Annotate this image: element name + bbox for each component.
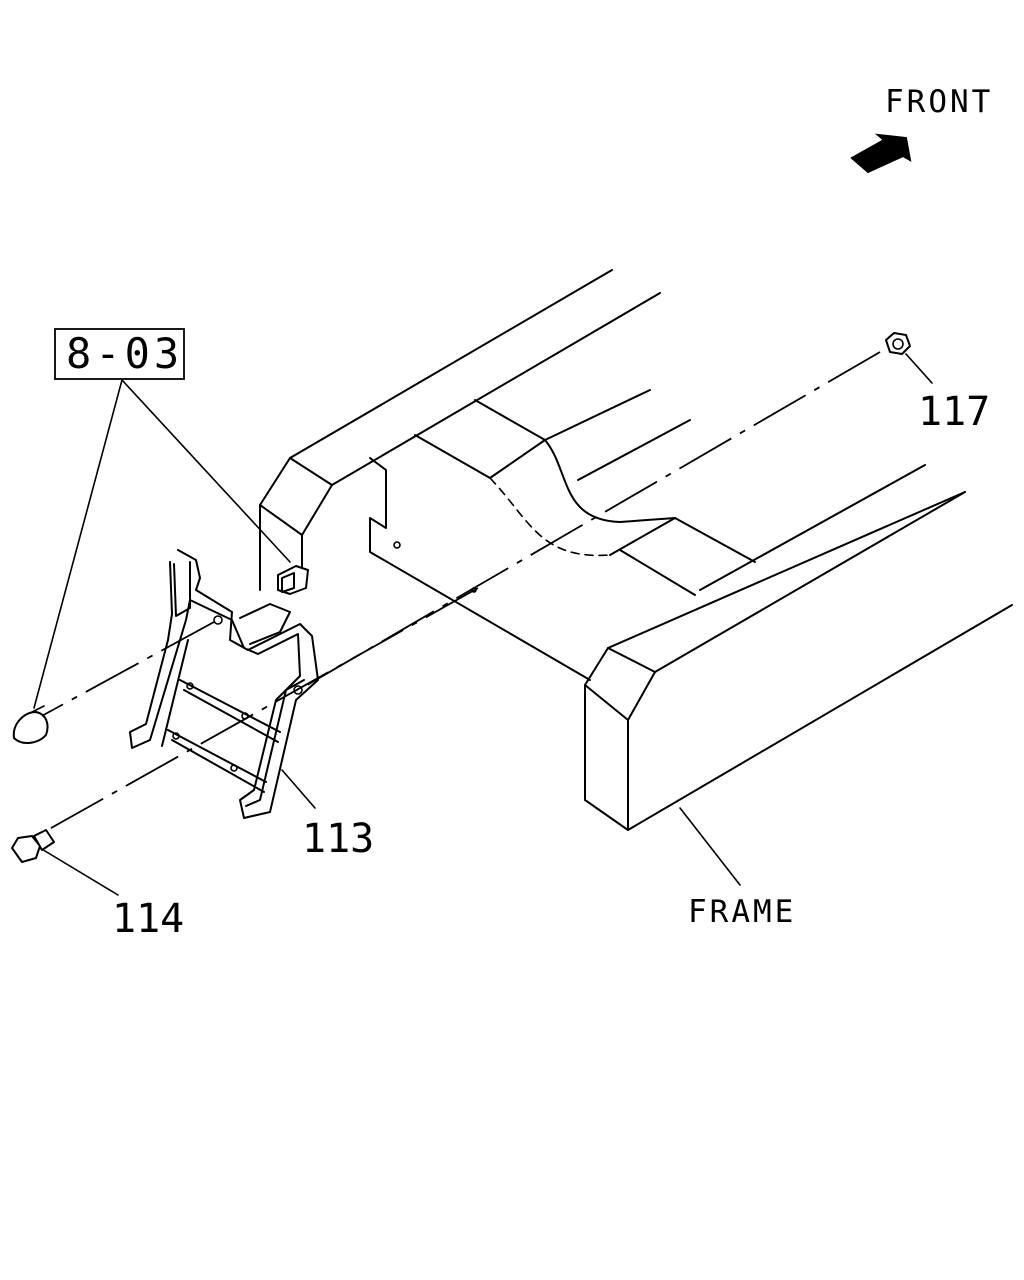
bolt-114-icon xyxy=(11,829,55,863)
front-arrow-icon xyxy=(850,133,912,174)
frame-label: FRAME xyxy=(688,894,796,930)
grommet-icon xyxy=(12,705,49,744)
bracket-113 xyxy=(129,549,319,819)
reference-label: 8-03 xyxy=(66,329,183,378)
part-114-label: 114 xyxy=(112,896,184,942)
nut-117-icon xyxy=(885,332,911,355)
frame xyxy=(259,269,1013,831)
reference-leaders xyxy=(33,379,291,709)
reference-box xyxy=(54,328,185,380)
part-113-label: 113 xyxy=(302,816,374,862)
front-label: FRONT xyxy=(885,84,993,120)
assembly-axis-lines xyxy=(37,351,881,833)
part-117-label: 117 xyxy=(918,389,990,435)
connector-icon xyxy=(277,565,309,595)
